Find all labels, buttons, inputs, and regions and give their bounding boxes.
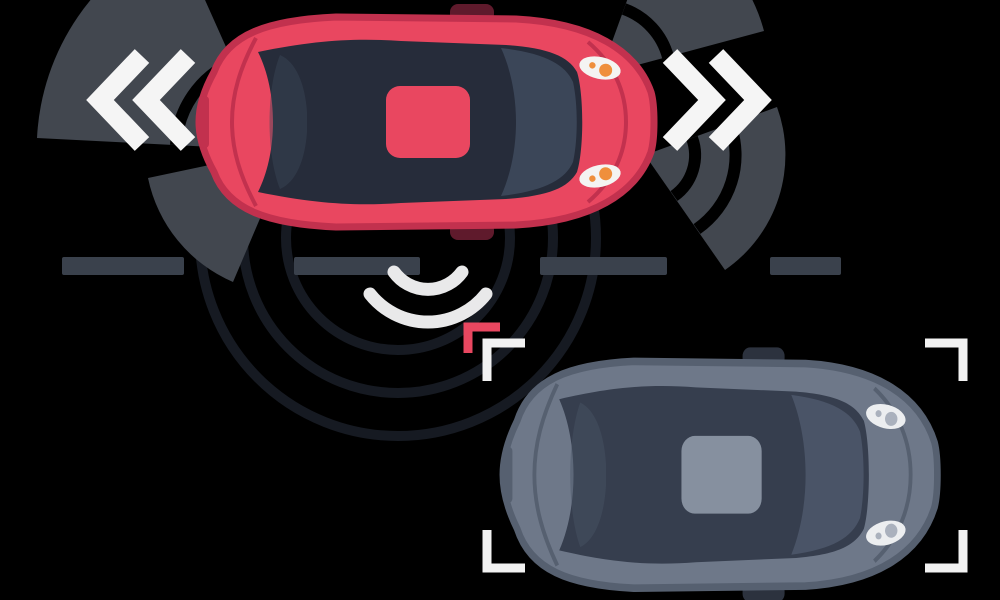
lane-dash	[770, 257, 841, 275]
chevron-left-icon	[86, 49, 150, 151]
fan-gap	[621, 3, 674, 59]
sonar-wave-outer	[363, 287, 493, 329]
frame-corner-top-right	[925, 338, 968, 381]
lane-dash	[62, 257, 184, 275]
chevron-right-icon	[662, 49, 726, 151]
frame-corner-bottom-right	[925, 530, 968, 573]
gray-car	[503, 347, 938, 600]
sensor-fan-front-top	[600, 0, 764, 75]
detection-frame	[482, 338, 968, 573]
red-car	[199, 4, 654, 240]
frame-corner-top-left	[482, 338, 525, 381]
chevron-right-icon	[708, 49, 772, 151]
frame-corner-bottom-left	[482, 530, 525, 573]
fan-gap	[670, 135, 702, 201]
chevron-left-icon	[132, 49, 196, 151]
sonar-wave-inner	[387, 265, 469, 296]
motion-chevrons	[86, 49, 772, 151]
lane-dash	[540, 257, 667, 275]
sonar-waves-icon	[363, 265, 493, 329]
alert-corner-icon	[463, 322, 500, 353]
